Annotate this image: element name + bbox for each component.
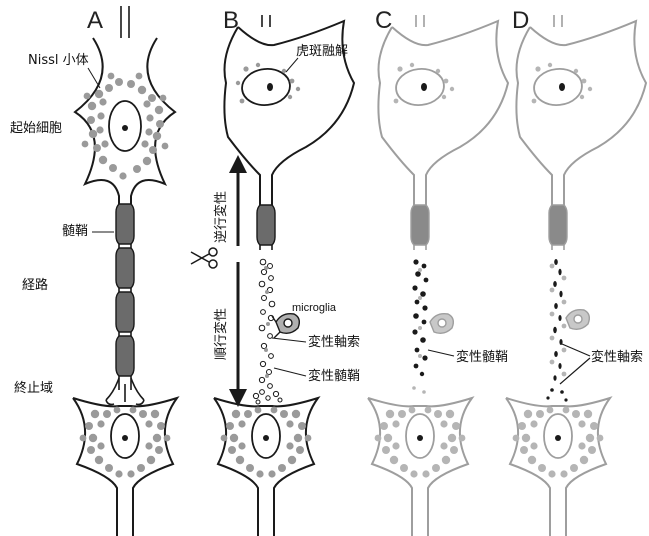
leader-deg-axon-b (272, 338, 306, 342)
panel-a-bottom-soma (73, 398, 177, 536)
panel-d: 変性軸索 (506, 15, 646, 536)
panel-c-myelin (411, 205, 429, 245)
label-deg-myelin-c: 変性髄鞘 (456, 349, 508, 365)
leader-chromatolysis (286, 58, 298, 72)
label-deg-axon-d: 変性軸索 (591, 349, 643, 365)
panel-b-bottom-soma (214, 398, 318, 536)
label-deg-axon-b: 変性軸索 (308, 334, 360, 350)
panel-letter-a: A (87, 7, 103, 34)
panel-c-swollen-soma (378, 15, 508, 229)
panel-b-myelin (257, 205, 275, 245)
leader-nissl (88, 68, 100, 88)
panel-a-top-soma (75, 6, 175, 234)
scissors-icon (191, 248, 217, 268)
leader-deg-myelin-c (428, 350, 454, 356)
label-deg-myelin-b: 変性髄鞘 (308, 368, 360, 384)
leader-deg-myelin-b (274, 368, 306, 376)
label-nissl: Nissl 小体 (28, 53, 89, 68)
panel-letter-d: D (512, 7, 529, 34)
panel-d-myelin (549, 205, 567, 245)
label-myelin: 髄鞘 (62, 224, 88, 239)
panel-d-bottom-soma (506, 398, 610, 536)
panel-b-terminal-debris (253, 390, 282, 404)
label-microglia: microglia (292, 302, 337, 314)
label-pathway: 経路 (22, 277, 48, 293)
panel-c-stained-myelin-debris (412, 259, 428, 376)
panel-a-terminal-branches (106, 378, 144, 405)
panel-c: 変性髄鞘 (368, 15, 508, 536)
panel-d-swollen-soma (516, 15, 646, 229)
panel-c-bottom-soma (368, 398, 472, 536)
panel-b: 虎斑融解 逆行変性 順行変性 microglia 変性軸索 変性髄鞘 (191, 15, 360, 536)
label-anterograde: 順行変性 (213, 308, 229, 360)
panel-d-faded-myelin-dots (550, 264, 567, 377)
panel-a: Nissl 小体 起始細胞 髄鞘 経路 終止域 (10, 6, 177, 536)
label-retrograde: 逆行変性 (213, 191, 229, 243)
panel-d-microglia (566, 310, 589, 330)
panel-b-microglia (272, 314, 299, 338)
label-terminal: 終止域 (14, 380, 53, 396)
label-chromatolysis: 虎斑融解 (296, 44, 348, 59)
label-cell-body: 起始細胞 (10, 121, 62, 136)
panel-c-microglia (430, 314, 453, 334)
